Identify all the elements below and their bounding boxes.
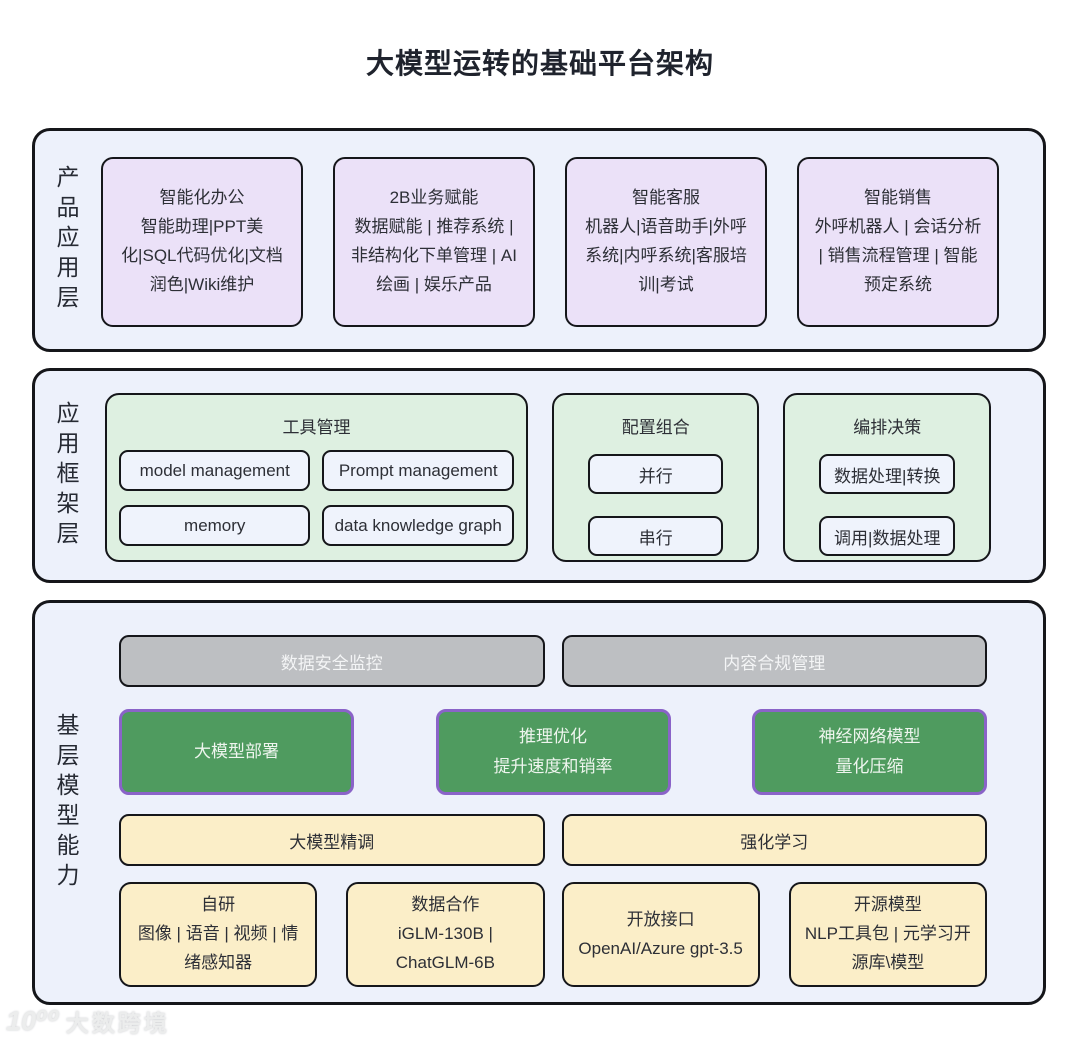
orchestration-decision-group: 编排决策 数据处理|转换 调用|数据处理 [783, 393, 992, 562]
page-title: 大模型运转的基础平台架构 [365, 48, 714, 79]
watermark-logo-icon: 10⁰⁰ [6, 1005, 60, 1036]
card-title: 智能客服 [632, 188, 700, 208]
inference-optimization-box: 推理优化 提升速度和销率 [435, 709, 671, 795]
training-bars-row: 大模型精调 强化学习 [119, 814, 987, 866]
group-title: 编排决策 [853, 418, 922, 437]
watermark-text: 大数跨境 [65, 1010, 170, 1036]
tool-item-memory: memory [119, 505, 311, 546]
card-body: 外呼机器人 | 会话分析 | 销售流程管理 | 智能预定系统 [814, 217, 982, 294]
card-title: 数据合作 [411, 895, 480, 915]
framework-layer-label-column: 应用框架层 [35, 371, 97, 580]
card-body: 数据赋能 | 推荐系统 | 非结构化下单管理 | AI绘画 | 娱乐产品 [351, 217, 517, 294]
self-developed-card: 自研 图像 | 语音 | 视频 | 情绪感知器 [119, 882, 318, 987]
content-compliance-management-bar: 内容合规管理 [561, 635, 987, 687]
card-title: 2B业务赋能 [389, 188, 479, 208]
product-cards-row: 智能化办公 智能助理|PPT美化|SQL代码优化|文档润色|Wiki维护 2B业… [97, 131, 1043, 349]
open-api-card: 开放接口 OpenAI/Azure gpt-3.5 [561, 882, 760, 987]
tool-item-data-knowledge-graph: data knowledge graph [322, 505, 514, 546]
card-title: 智能化办公 [159, 188, 245, 208]
monitoring-bars-row: 数据安全监控 内容合规管理 [119, 635, 987, 687]
card-body: iGLM-130B | ChatGLM-6B [395, 924, 495, 972]
framework-groups-row: 工具管理 model management Prompt management … [97, 371, 1043, 580]
finetuning-cards-half: 自研 图像 | 语音 | 视频 | 情绪感知器 数据合作 iGLM-130B |… [119, 882, 545, 987]
data-cooperation-card: 数据合作 iGLM-130B | ChatGLM-6B [346, 882, 545, 987]
base-model-capability-section: 基层模型能力 数据安全监控 内容合规管理 大模型部署 推理优化 提升速度和销率 … [32, 600, 1046, 1005]
config-item-parallel: 并行 [587, 454, 724, 494]
tool-item-model-management: model management [119, 450, 311, 491]
base-layer-content: 数据安全监控 内容合规管理 大模型部署 推理优化 提升速度和销率 神经网络模型 … [97, 603, 1043, 1002]
neural-network-quantization-box: 神经网络模型 量化压缩 [752, 709, 987, 795]
config-item-serial: 串行 [587, 516, 724, 556]
card-body: NLP工具包 | 元学习开源库\模型 [804, 924, 971, 972]
card-body: 机器人|语音助手|外呼系统|内呼系统|客服培训|考试 [585, 217, 747, 294]
orchestration-stack: 数据处理|转换 调用|数据处理 [797, 450, 977, 558]
large-model-finetuning-bar: 大模型精调 [119, 814, 545, 866]
group-title: 配置组合 [621, 418, 690, 437]
product-card-smart-sales: 智能销售 外呼机器人 | 会话分析 | 销售流程管理 | 智能预定系统 [797, 157, 999, 327]
rl-cards-half: 开放接口 OpenAI/Azure gpt-3.5 开源模型 NLP工具包 | … [561, 882, 987, 987]
open-source-model-card: 开源模型 NLP工具包 | 元学习开源库\模型 [788, 882, 987, 987]
card-title: 智能销售 [864, 188, 932, 208]
tool-management-group: 工具管理 model management Prompt management … [105, 393, 528, 562]
card-title: 开放接口 [626, 909, 695, 929]
config-combination-group: 配置组合 并行 串行 [551, 393, 760, 562]
large-model-deployment-box: 大模型部署 [119, 709, 354, 795]
product-card-smart-office: 智能化办公 智能助理|PPT美化|SQL代码优化|文档润色|Wiki维护 [101, 157, 303, 327]
config-combination-stack: 并行 串行 [566, 450, 746, 558]
reinforcement-learning-bar: 强化学习 [561, 814, 987, 866]
model-source-cards-row: 自研 图像 | 语音 | 视频 | 情绪感知器 数据合作 iGLM-130B |… [119, 882, 987, 987]
product-application-layer-section: 产品应用层 智能化办公 智能助理|PPT美化|SQL代码优化|文档润色|Wiki… [32, 128, 1046, 352]
framework-layer-label: 应用框架层 [53, 400, 79, 551]
base-layer-label-column: 基层模型能力 [35, 603, 97, 1002]
product-card-smart-customer-service: 智能客服 机器人|语音助手|外呼系统|内呼系统|客服培训|考试 [565, 157, 767, 327]
product-layer-label-column: 产品应用层 [35, 131, 97, 349]
model-capability-row: 大模型部署 推理优化 提升速度和销率 神经网络模型 量化压缩 [119, 709, 987, 795]
card-body: 图像 | 语音 | 视频 | 情绪感知器 [137, 924, 299, 972]
card-title: 开源模型 [853, 895, 922, 915]
card-title: 自研 [201, 895, 236, 915]
orchestration-item-invoke-data: 调用|数据处理 [819, 516, 956, 556]
product-card-2b-enablement: 2B业务赋能 数据赋能 | 推荐系统 | 非结构化下单管理 | AI绘画 | 娱… [333, 157, 535, 327]
base-layer-label: 基层模型能力 [53, 712, 79, 893]
tool-item-prompt-management: Prompt management [322, 450, 514, 491]
group-title: 工具管理 [282, 418, 351, 437]
card-body: OpenAI/Azure gpt-3.5 [578, 938, 743, 958]
data-security-monitoring-bar: 数据安全监控 [119, 635, 545, 687]
orchestration-item-data-transform: 数据处理|转换 [819, 454, 956, 494]
tool-management-grid: model management Prompt management memor… [119, 450, 514, 546]
card-body: 智能助理|PPT美化|SQL代码优化|文档润色|Wiki维护 [121, 217, 283, 294]
product-layer-label: 产品应用层 [53, 165, 79, 315]
application-framework-layer-section: 应用框架层 工具管理 model management Prompt manag… [32, 368, 1046, 583]
watermark: 10⁰⁰ 大数跨境 [6, 1004, 170, 1038]
